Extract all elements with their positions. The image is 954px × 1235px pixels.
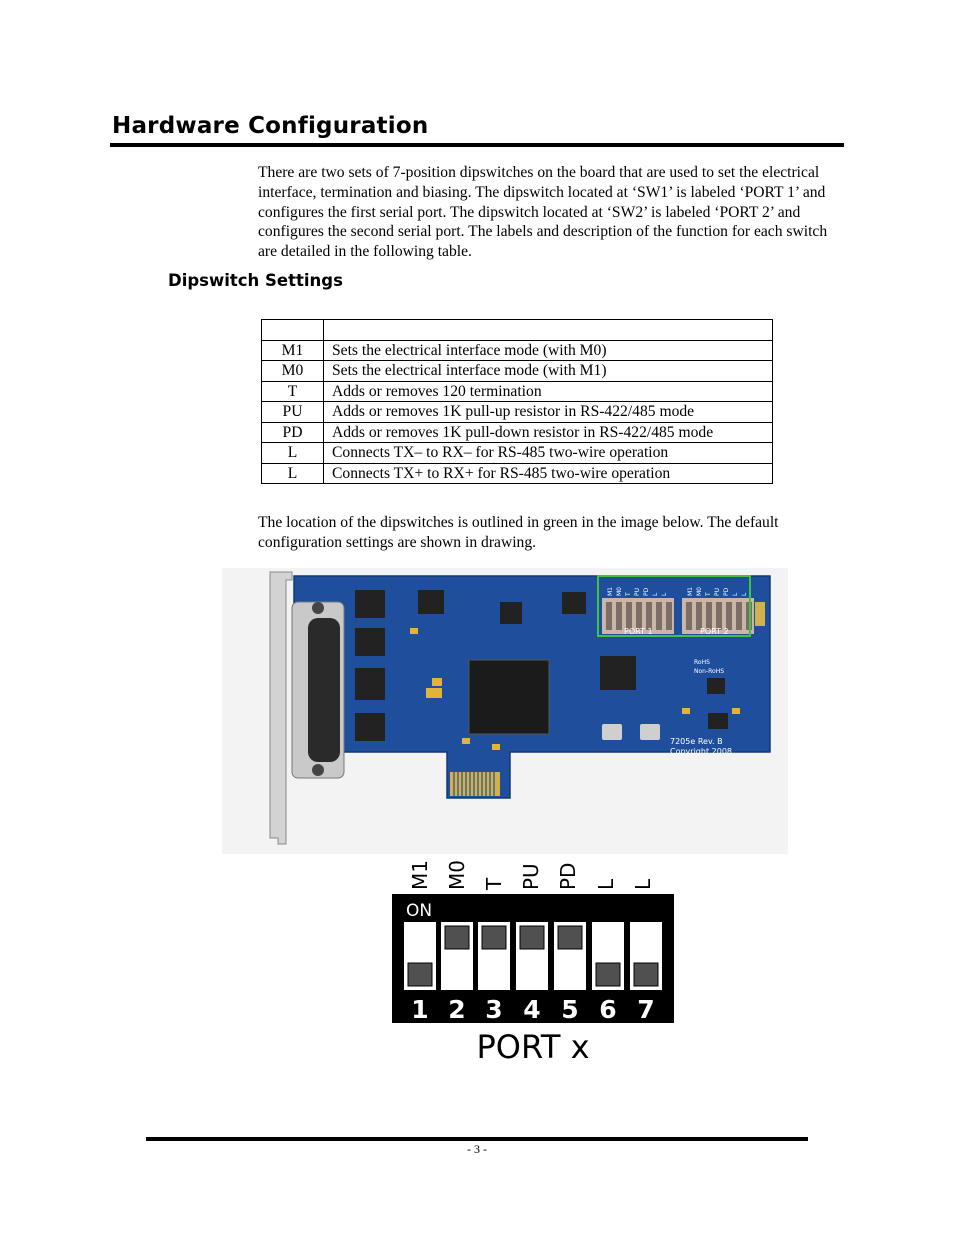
switch-label-cell: PD [261, 421, 324, 443]
on-label: ON [406, 901, 432, 921]
table-row: L Connects TX+ to RX+ for RS-485 two-wir… [261, 462, 773, 484]
board-switch-label: PU [634, 588, 641, 596]
subsection-heading: Dipswitch Settings [168, 271, 343, 290]
board-switch-label: T [625, 592, 632, 597]
switch-knob-on [444, 925, 470, 950]
switch-description-cell: Adds or removes 120 termination [323, 380, 773, 402]
location-paragraph: The location of the dipswitches is outli… [258, 514, 779, 551]
switch-label-cell: L [261, 462, 324, 484]
dipswitch-diagram: M1 M0 T PU PD L L ON 1 2 3 4 5 6 7 PORT … [392, 860, 674, 1066]
switch-label-cell: M1 [261, 339, 324, 361]
switch-description-cell: Adds or removes 1K pull-down resistor in… [323, 421, 773, 443]
port-caption: PORT x [476, 1028, 589, 1066]
dipswitch-table: M1 Sets the electrical interface mode (w… [261, 319, 773, 484]
rohs-silkscreen-label: RoHS [694, 659, 710, 666]
dip-switch-label: L [631, 878, 655, 890]
switch-number: 4 [523, 995, 540, 1024]
switch-label-cell: PU [261, 401, 324, 423]
footer-rule [146, 1137, 808, 1141]
switch-number: 3 [485, 995, 502, 1024]
board-switch-label: L [661, 592, 668, 596]
section-heading: Hardware Configuration [112, 113, 429, 139]
switch-knob-on [519, 925, 545, 950]
dip-switch-label: M0 [445, 860, 469, 890]
switch-number: 6 [599, 995, 616, 1024]
plx-chip [468, 659, 550, 735]
board-switch-label: PU [714, 588, 721, 596]
dip-switch-label: PD [556, 863, 580, 890]
pcb-board-image: PORT 1 PORT 2 7205e Rev. B Copyright 200… [222, 568, 788, 854]
table-row: T Adds or removes 120 termination [261, 380, 773, 402]
board-switch-label: M0 [616, 587, 623, 596]
switch-description-cell: Connects TX– to RX– for RS-485 two-wire … [323, 442, 773, 464]
dip-switch-label: PU [519, 863, 543, 890]
pcie-gold-fingers [450, 772, 500, 796]
heading-rule [110, 143, 844, 147]
switch-label-cell: L [261, 442, 324, 464]
board-switch-label: T [705, 592, 712, 597]
switch-knob-off [407, 962, 433, 987]
switch-label-cell: T [261, 380, 324, 402]
board-switch-label: L [732, 592, 739, 596]
table-row: PU Adds or removes 1K pull-up resistor i… [261, 401, 773, 423]
switch-description-cell: Adds or removes 1K pull-up resistor in R… [323, 401, 773, 423]
db37-connector [291, 601, 345, 779]
table-row: L Connects TX– to RX– for RS-485 two-wir… [261, 442, 773, 464]
copyright-silkscreen-label: Copyright 2008 [670, 747, 732, 756]
board-switch-label: M1 [687, 587, 694, 596]
port1-dipswitch [602, 598, 674, 634]
switch-knob-on [481, 925, 507, 950]
switch-knob-off [595, 962, 621, 987]
switch-number: 2 [448, 995, 465, 1024]
port2-silkscreen-label: PORT 2 [700, 627, 729, 636]
switch-number: 1 [411, 995, 428, 1024]
board-switch-label: M1 [607, 587, 614, 596]
switch-knob-on [557, 925, 583, 950]
switch-description-cell: Connects TX+ to RX+ for RS-485 two-wire … [323, 462, 773, 484]
port2-dipswitch [682, 598, 754, 634]
dip-switch-label: L [594, 878, 618, 890]
switch-slots [404, 922, 662, 990]
table-row: PD Adds or removes 1K pull-down resistor… [261, 421, 773, 443]
port1-silkscreen-label: PORT 1 [624, 627, 653, 636]
table-row: M1 Sets the electrical interface mode (w… [261, 339, 773, 361]
nonrohs-silkscreen-label: Non-RoHS [694, 668, 724, 675]
switch-number: 5 [561, 995, 578, 1024]
dipswitch-highlight-outline [597, 575, 751, 637]
table-row: M0 Sets the electrical interface mode (w… [261, 360, 773, 382]
ic-chips [355, 590, 728, 741]
dip-switch-label: M1 [408, 860, 432, 890]
board-switch-label: L [741, 592, 748, 596]
board-switch-label: PD [723, 587, 730, 596]
table-header-cell [323, 319, 773, 341]
switch-knob-off [633, 962, 659, 987]
board-switch-label: PD [643, 587, 650, 596]
board-switch-label: M0 [696, 587, 703, 596]
board-switch-label: L [652, 592, 659, 596]
page-number: - 3 - [467, 1142, 487, 1156]
switch-number: 7 [637, 995, 654, 1024]
switch-label-cell: M0 [261, 360, 324, 382]
dip-switch-label: T [482, 877, 506, 891]
switch-description-cell: Sets the electrical interface mode (with… [323, 339, 773, 361]
intro-paragraph: There are two sets of 7-position dipswit… [258, 164, 828, 261]
model-silkscreen-label: 7205e Rev. B [670, 737, 723, 746]
switch-description-cell: Sets the electrical interface mode (with… [323, 360, 773, 382]
table-header-row [261, 319, 773, 341]
table-header-cell [261, 319, 324, 341]
